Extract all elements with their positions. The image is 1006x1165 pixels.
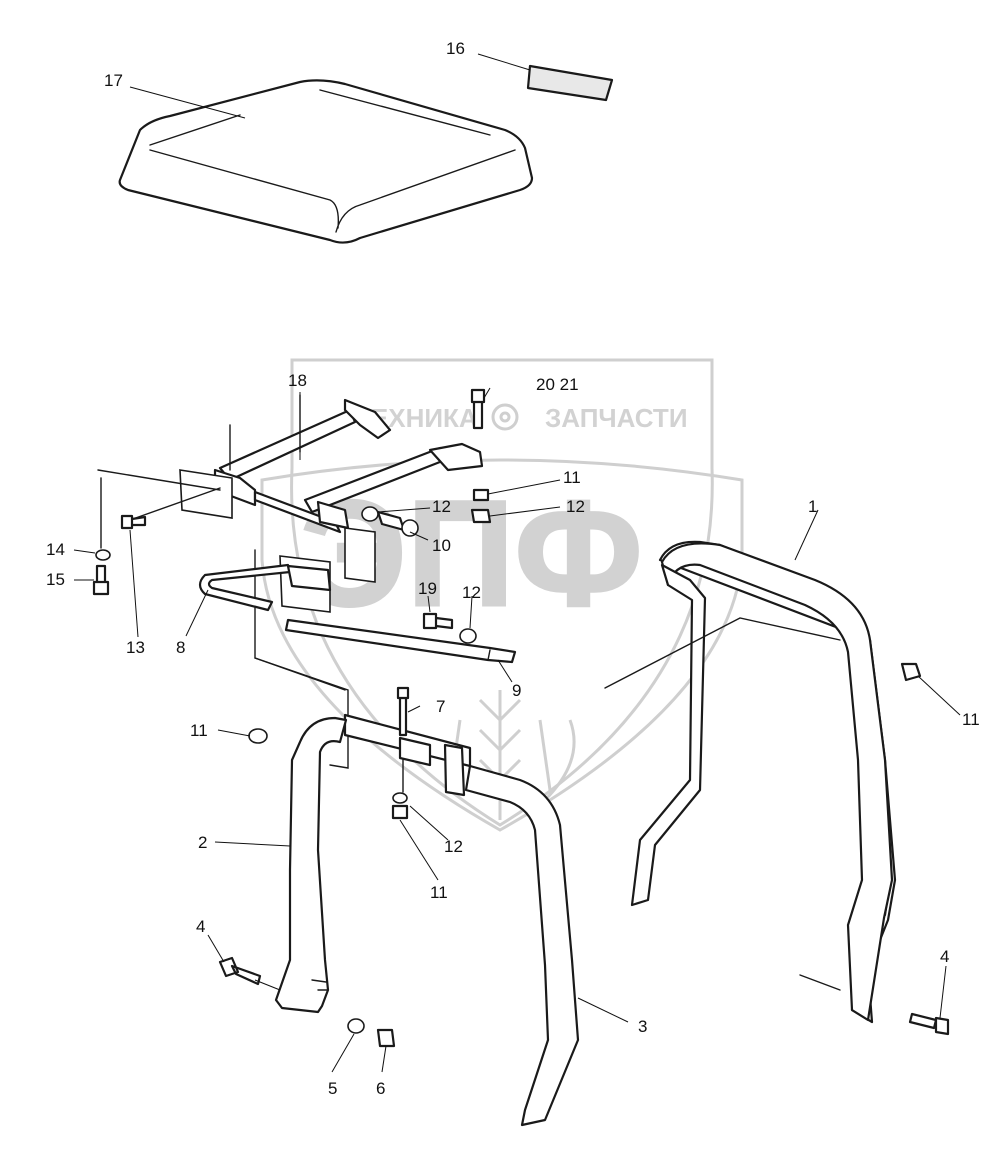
grab-handle: [198, 563, 332, 612]
callout-15: 15: [46, 570, 65, 589]
bolt-4a: [218, 956, 262, 986]
callout-19: 19: [418, 579, 437, 598]
roll-bar-rear: [604, 540, 897, 1024]
callout-13: 13: [126, 638, 145, 657]
callout-12-washer: 12: [432, 497, 451, 516]
leader-lines: [73, 53, 961, 1073]
callout-4-right: 4: [940, 947, 949, 966]
bolt-20-21: [470, 388, 486, 430]
callout-labels: 1 2 3 4 4 5 6 7 8 9 10 11 11 11 11 12 12…: [46, 39, 980, 1098]
callout-3: 3: [638, 1017, 647, 1036]
bolt-13: [120, 514, 147, 530]
strut-rod: [284, 618, 517, 664]
roof-cover: [118, 79, 534, 244]
callout-18: 18: [288, 371, 307, 390]
callout-8: 8: [176, 638, 185, 657]
callout-1: 1: [808, 497, 817, 516]
washer-12c: [459, 628, 477, 644]
decal-plate: [526, 64, 614, 102]
callout-11-lower: 11: [430, 883, 448, 902]
washer-12a: [361, 506, 379, 522]
callout-14: 14: [46, 540, 65, 559]
callout-11-left: 11: [190, 721, 208, 740]
callout-12-mid: 12: [462, 583, 481, 602]
washer-12d: [392, 792, 408, 804]
bolt-4b: [908, 1012, 950, 1036]
washer-12b: [470, 508, 492, 524]
callout-12-upper: 12: [566, 497, 585, 516]
roll-bar-right-front: [464, 764, 580, 1127]
callout-4-left: 4: [196, 917, 205, 936]
nut-11c: [391, 804, 409, 820]
callout-6: 6: [376, 1079, 385, 1098]
upper-bracket-assembly: [213, 394, 484, 534]
nut-11a: [472, 488, 490, 502]
nut-11b: [248, 728, 268, 744]
callout-2: 2: [198, 833, 207, 852]
fasteners: [92, 388, 950, 1048]
callout-9: 9: [512, 681, 521, 700]
callout-7: 7: [436, 697, 445, 716]
callout-20-21: 20 21: [536, 375, 579, 394]
lower-crossbar: [343, 713, 472, 797]
watermark-text-right: ЗАПЧАСТИ: [545, 403, 688, 433]
bolt-19: [422, 612, 454, 630]
callout-11-rear: 11: [962, 710, 980, 729]
bolt-7: [396, 686, 410, 737]
roll-bar-left-front: [274, 716, 348, 1014]
washer-5: [347, 1018, 365, 1034]
nut-11d: [900, 662, 922, 682]
nut-6: [376, 1028, 396, 1048]
callout-16: 16: [446, 39, 465, 58]
bolt-15: [92, 564, 110, 596]
callout-10: 10: [432, 536, 451, 555]
callout-11-upper: 11: [563, 468, 581, 487]
gear-icon: [491, 403, 519, 431]
washer-14: [95, 549, 111, 561]
callout-5: 5: [328, 1079, 337, 1098]
callout-12-lower: 12: [444, 837, 463, 856]
callout-17: 17: [104, 71, 123, 90]
